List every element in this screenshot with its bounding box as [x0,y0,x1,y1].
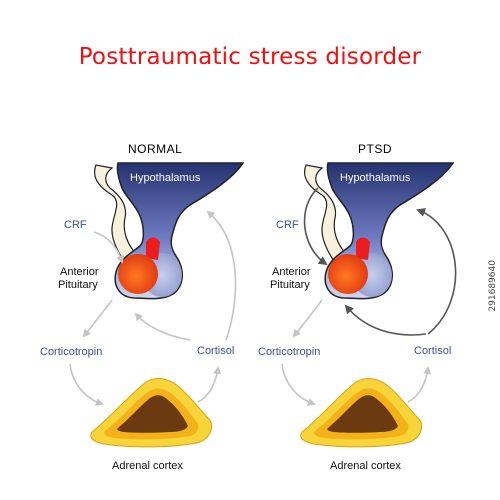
crf-stalk [356,237,370,260]
cortisol-label: Cortisol [414,345,452,357]
arrow-feedback-pituitary [344,304,427,336]
stock-id-watermark: 291689640 [488,260,498,312]
arrow-corticotropin [292,299,323,338]
arrow-adrenal-to-cortisol [197,366,222,403]
ptsd-panel [281,162,457,448]
arrow-corticotropin [82,299,113,338]
hypothalamus-label: Hypothalamus [340,172,411,184]
arrow-to-adrenal [69,363,104,406]
panel-heading-normal: NORMAL [128,142,183,156]
arrow-adrenal-to-cortisol [407,366,432,403]
anterior-pituitary [118,254,158,294]
hypothalamus-label: Hypothalamus [130,172,201,184]
pituitary-label: Pituitary [270,279,310,291]
anterior-label: Anterior [272,266,311,278]
adrenal-cortex [300,378,422,448]
panel-heading-ptsd: PTSD [358,142,393,156]
crf-label: CRF [276,219,299,231]
cortisol-label: Cortisol [197,345,235,357]
arrow-feedback-hypothalamus [416,208,457,335]
normal-panel [69,162,245,448]
arrow-feedback-hypothalamus [206,210,237,341]
adrenal-cortex [90,378,212,448]
adrenal-cortex-label: Adrenal cortex [330,460,401,472]
arrow-feedback-pituitary [134,312,191,341]
pituitary-label: Pituitary [58,279,98,291]
adrenal-cortex-label: Adrenal cortex [112,460,183,472]
corticotropin-label: Corticotropin [258,346,321,358]
arrow-crf [303,187,328,266]
anterior-pituitary [328,254,368,294]
arrow-crf [93,231,125,264]
anterior-label: Anterior [60,266,99,278]
diagram-title: Posttraumatic stress disorder [78,44,422,70]
arrow-to-adrenal [281,363,316,406]
crf-stalk [146,237,160,260]
crf-label: CRF [64,219,87,231]
corticotropin-label: Corticotropin [40,346,103,358]
